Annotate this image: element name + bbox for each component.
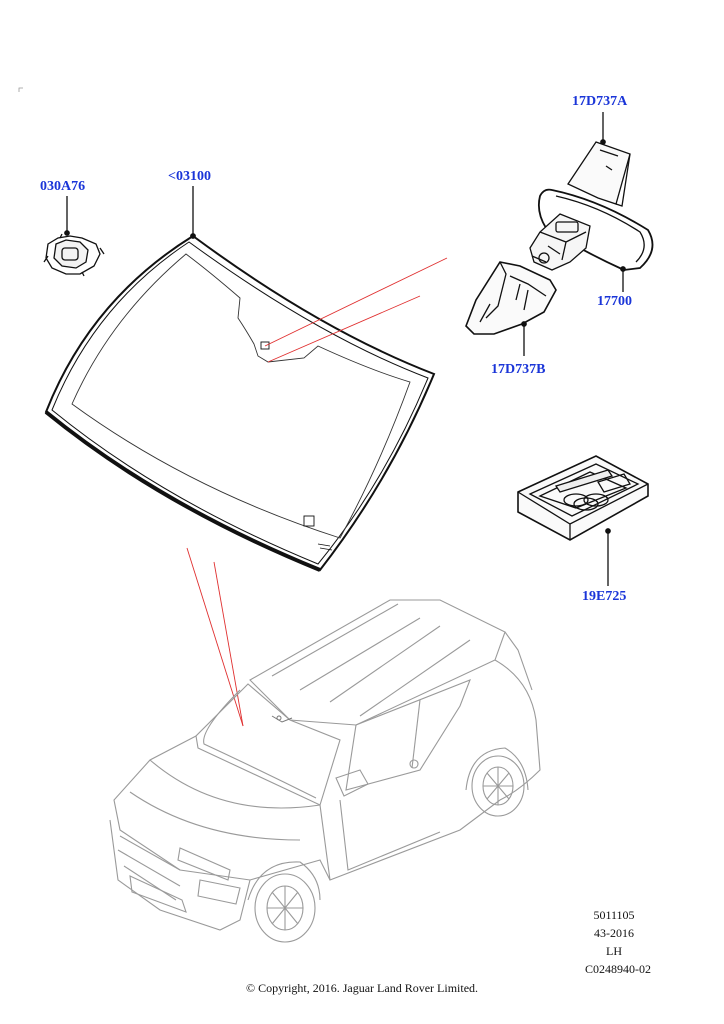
callout-17700[interactable]: 17700 <box>597 294 632 309</box>
reference-code: 5011105 <box>593 908 635 922</box>
interior-mirror-part[interactable] <box>529 188 654 292</box>
callout-19E725[interactable]: 19E725 <box>582 589 627 604</box>
callout-17D737B[interactable]: 17D737B <box>491 362 546 377</box>
callout-030A76[interactable]: 030A76 <box>40 179 86 194</box>
repair-kit-part[interactable] <box>517 455 649 586</box>
reference-side: LH <box>606 944 622 958</box>
illustration-number: C0248940-02 <box>585 962 651 976</box>
corner-mark <box>18 87 23 92</box>
callout-17D737A[interactable]: 17D737A <box>572 94 628 109</box>
reference-date: 43-2016 <box>594 926 634 940</box>
vehicle-mirror-marker <box>271 715 293 723</box>
mirror-cover-lower-part[interactable] <box>465 261 557 356</box>
callout-03100[interactable]: <03100 <box>168 169 211 184</box>
copyright-notice: © Copyright, 2016. Jaguar Land Rover Lim… <box>245 981 479 995</box>
windscreen-part[interactable] <box>44 186 436 572</box>
windscreen-locator-lines <box>264 257 448 363</box>
vehicle-illustration <box>109 599 541 943</box>
vehicle-locator-lines <box>186 547 244 727</box>
mirror-cover-upper-part[interactable] <box>567 112 631 207</box>
rain-sensor-part[interactable] <box>43 196 105 277</box>
